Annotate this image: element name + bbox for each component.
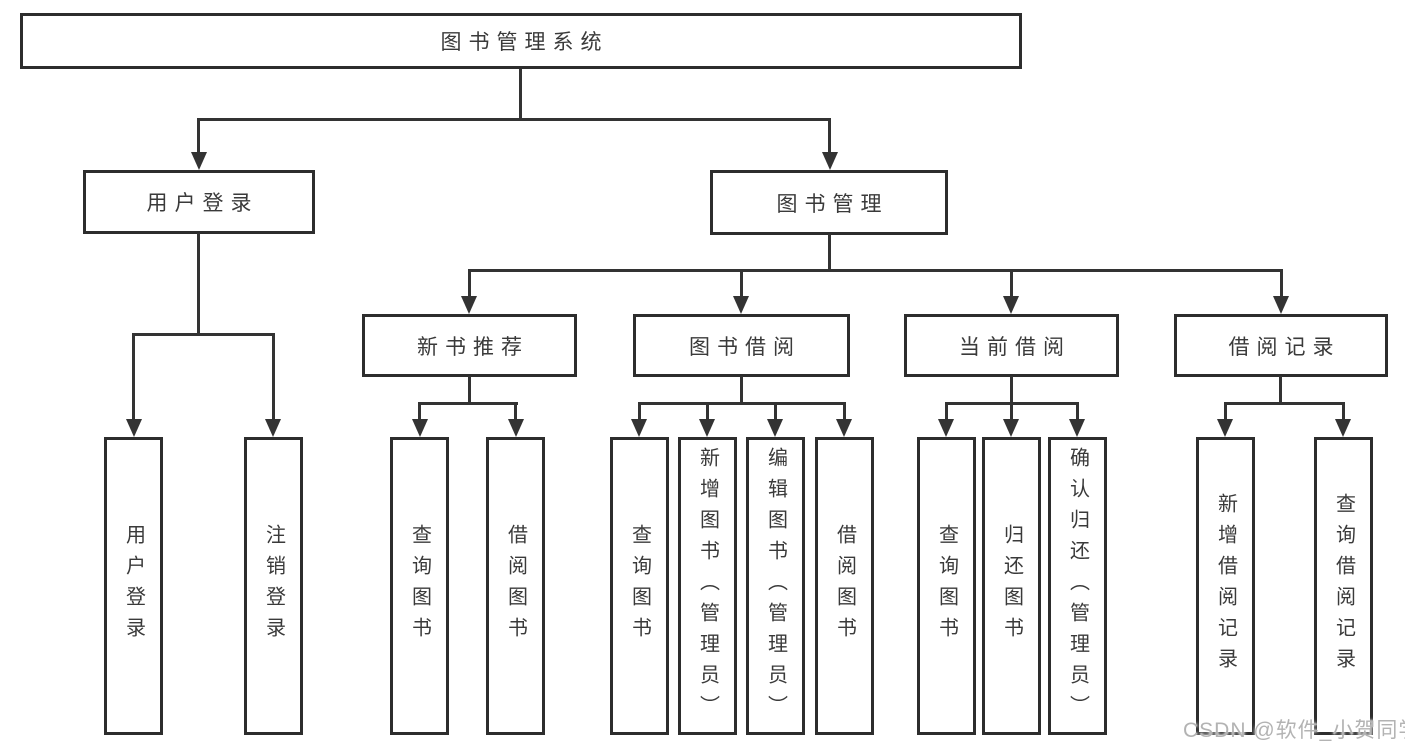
connector-book-mgmt-stem (828, 234, 831, 271)
arrow-down (508, 419, 524, 437)
leaf-borrow-books: 借阅图书 (815, 437, 874, 735)
connector-to-leaf (638, 402, 641, 421)
arrow-down (265, 419, 281, 437)
connector-stem (1010, 376, 1013, 405)
arrow-down (1217, 419, 1233, 437)
connector-bar (1224, 402, 1344, 405)
connector-to-book-management (828, 118, 831, 154)
arrow-down (191, 152, 207, 170)
connector-to-leaf (1342, 402, 1345, 421)
connector-to-leaf (1076, 402, 1079, 421)
arrow-down (412, 419, 428, 437)
arrow-down (822, 152, 838, 170)
connector-to-new-book (468, 269, 471, 297)
connector-to-leaf (132, 333, 135, 421)
node-book-management: 图书管理 (710, 170, 948, 235)
node-book-borrow: 图书借阅 (633, 314, 850, 377)
connector-to-leaf (945, 402, 948, 421)
connector-bar (638, 402, 846, 405)
connector-stem (740, 376, 743, 405)
connector-to-leaf (1224, 402, 1227, 421)
connector-to-leaf (843, 402, 846, 421)
arrow-down (126, 419, 142, 437)
connector-user-login-stem (197, 233, 200, 335)
leaf-return-books: 归还图书 (982, 437, 1041, 735)
connector-stem (468, 376, 471, 405)
csdn-watermark: CSDN @软件_小贺同学 (1183, 719, 1405, 742)
arrow-down (699, 419, 715, 437)
connector-to-book-borrow (740, 269, 743, 297)
arrow-down (836, 419, 852, 437)
connector-to-leaf (1010, 402, 1013, 421)
connector-level1-bar (197, 118, 831, 121)
connector-to-leaf (418, 402, 421, 421)
arrow-down (1003, 296, 1019, 314)
arrow-down (1069, 419, 1085, 437)
arrow-down (1335, 419, 1351, 437)
leaf-borrow-books-recommend: 借阅图书 (486, 437, 545, 735)
connector-to-leaf (706, 402, 709, 421)
leaf-edit-books-admin: 编辑图书（管理员） (746, 437, 805, 735)
connector-root-stem (519, 69, 522, 120)
arrow-down (1273, 296, 1289, 314)
leaf-query-books-recommend: 查询图书 (390, 437, 449, 735)
arrow-down (767, 419, 783, 437)
connector-level2-bar (468, 269, 1281, 272)
connector-to-current-borrow (1010, 269, 1013, 297)
node-borrow-records: 借阅记录 (1174, 314, 1388, 377)
connector-bar (418, 402, 518, 405)
leaf-query-books-current: 查询图书 (917, 437, 976, 735)
node-current-borrow: 当前借阅 (904, 314, 1119, 377)
leaf-query-borrow-record: 查询借阅记录 (1314, 437, 1373, 735)
arrow-down (1003, 419, 1019, 437)
node-new-book-recommend: 新书推荐 (362, 314, 577, 377)
connector-user-login-bar (132, 333, 275, 336)
connector-to-leaf (514, 402, 517, 421)
leaf-logout: 注销登录 (244, 437, 303, 735)
connector-to-leaf (774, 402, 777, 421)
node-user-login: 用户登录 (83, 170, 315, 234)
leaf-confirm-return-admin: 确认归还（管理员） (1048, 437, 1107, 735)
arrow-down (938, 419, 954, 437)
connector-stem (1279, 376, 1282, 405)
leaf-query-books-borrow: 查询图书 (610, 437, 669, 735)
leaf-user-login: 用户登录 (104, 437, 163, 735)
arrow-down (461, 296, 477, 314)
connector-to-user-login (197, 118, 200, 154)
arrow-down (631, 419, 647, 437)
connector-to-borrow-records (1280, 269, 1283, 297)
leaf-add-books-admin: 新增图书（管理员） (678, 437, 737, 735)
arrow-down (733, 296, 749, 314)
leaf-add-borrow-record: 新增借阅记录 (1196, 437, 1255, 735)
node-library-system: 图书管理系统 (20, 13, 1022, 69)
connector-to-leaf (272, 333, 275, 421)
